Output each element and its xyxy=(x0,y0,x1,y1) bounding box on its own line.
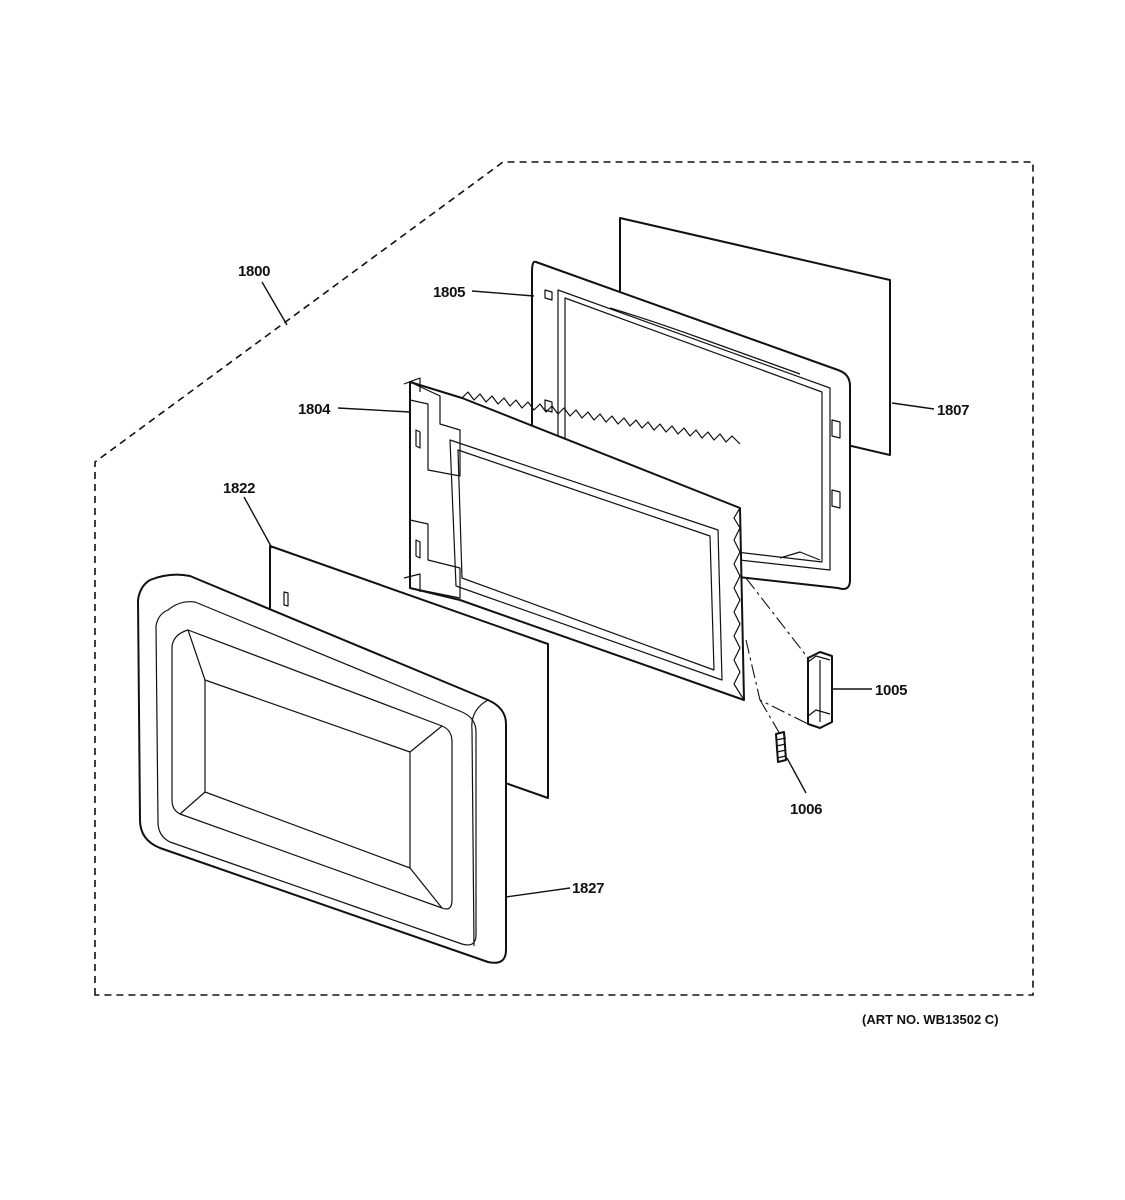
label-1807: 1807 xyxy=(937,402,969,419)
leader-1822 xyxy=(243,496,273,549)
leader-1800 xyxy=(261,281,288,326)
assembly-line-latch xyxy=(745,577,809,735)
label-1800: 1800 xyxy=(238,263,270,280)
art-number: (ART NO. WB13502 C) xyxy=(862,1012,999,1027)
label-1827: 1827 xyxy=(572,880,604,897)
leader-1827 xyxy=(505,887,571,898)
label-1805: 1805 xyxy=(433,284,465,301)
label-1822: 1822 xyxy=(223,480,255,497)
leader-1807 xyxy=(891,402,935,410)
leader-1804 xyxy=(337,407,411,413)
assembly-boundary xyxy=(94,161,1034,996)
part-1804-inner-door-frame xyxy=(403,377,745,701)
leader-1006 xyxy=(786,757,807,794)
leader-1805 xyxy=(471,290,535,297)
label-1006: 1006 xyxy=(790,801,822,818)
label-1005: 1005 xyxy=(875,682,907,699)
part-1005-latch-hook xyxy=(807,651,833,729)
part-1006-spring xyxy=(775,731,787,763)
label-1804: 1804 xyxy=(298,401,331,418)
part-1827-door-front xyxy=(137,573,507,964)
